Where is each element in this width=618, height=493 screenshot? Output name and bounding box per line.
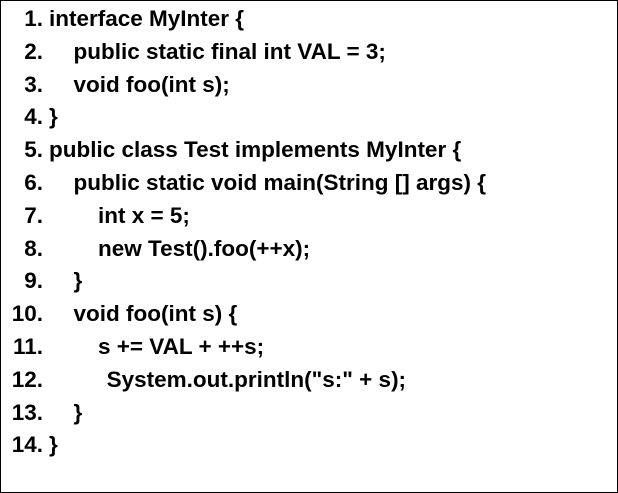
- line-number: 1.: [24, 6, 43, 31]
- line-number: 6.: [24, 170, 43, 195]
- line-number: 9.: [24, 268, 43, 294]
- line-number: 4.: [24, 104, 43, 130]
- line-number: 11.: [12, 334, 43, 359]
- line-number: 10.: [11, 301, 43, 327]
- line-code: }: [73, 399, 83, 425]
- line-number: 7.: [24, 202, 43, 228]
- line-code: s += VAL + ++s;: [98, 334, 265, 359]
- line-number: 5.: [24, 137, 43, 163]
- line-code: System.out.println("s:" + s);: [106, 366, 407, 392]
- line-number: 3.: [24, 71, 43, 97]
- line-code: }: [73, 268, 83, 294]
- line-code: interface MyInter {: [49, 6, 245, 31]
- line-number: 12.: [11, 366, 43, 392]
- line-number: 14.: [11, 432, 43, 458]
- line-code: public static void main(String [] args) …: [73, 170, 487, 195]
- line-code: void foo(int s);: [73, 71, 230, 97]
- line-code: }: [49, 432, 58, 458]
- line-number: 2.: [24, 38, 43, 64]
- line-code: }: [49, 104, 58, 130]
- line-code: new Test().foo(++x);: [98, 235, 311, 261]
- line-number: 13.: [11, 399, 43, 425]
- line-code: public static final int VAL = 3;: [73, 38, 386, 64]
- line-code: public class Test implements MyInter {: [49, 137, 462, 163]
- line-code: int x = 5;: [98, 202, 190, 228]
- line-code: void foo(int s) {: [73, 301, 238, 327]
- line-number: 8.: [24, 235, 43, 261]
